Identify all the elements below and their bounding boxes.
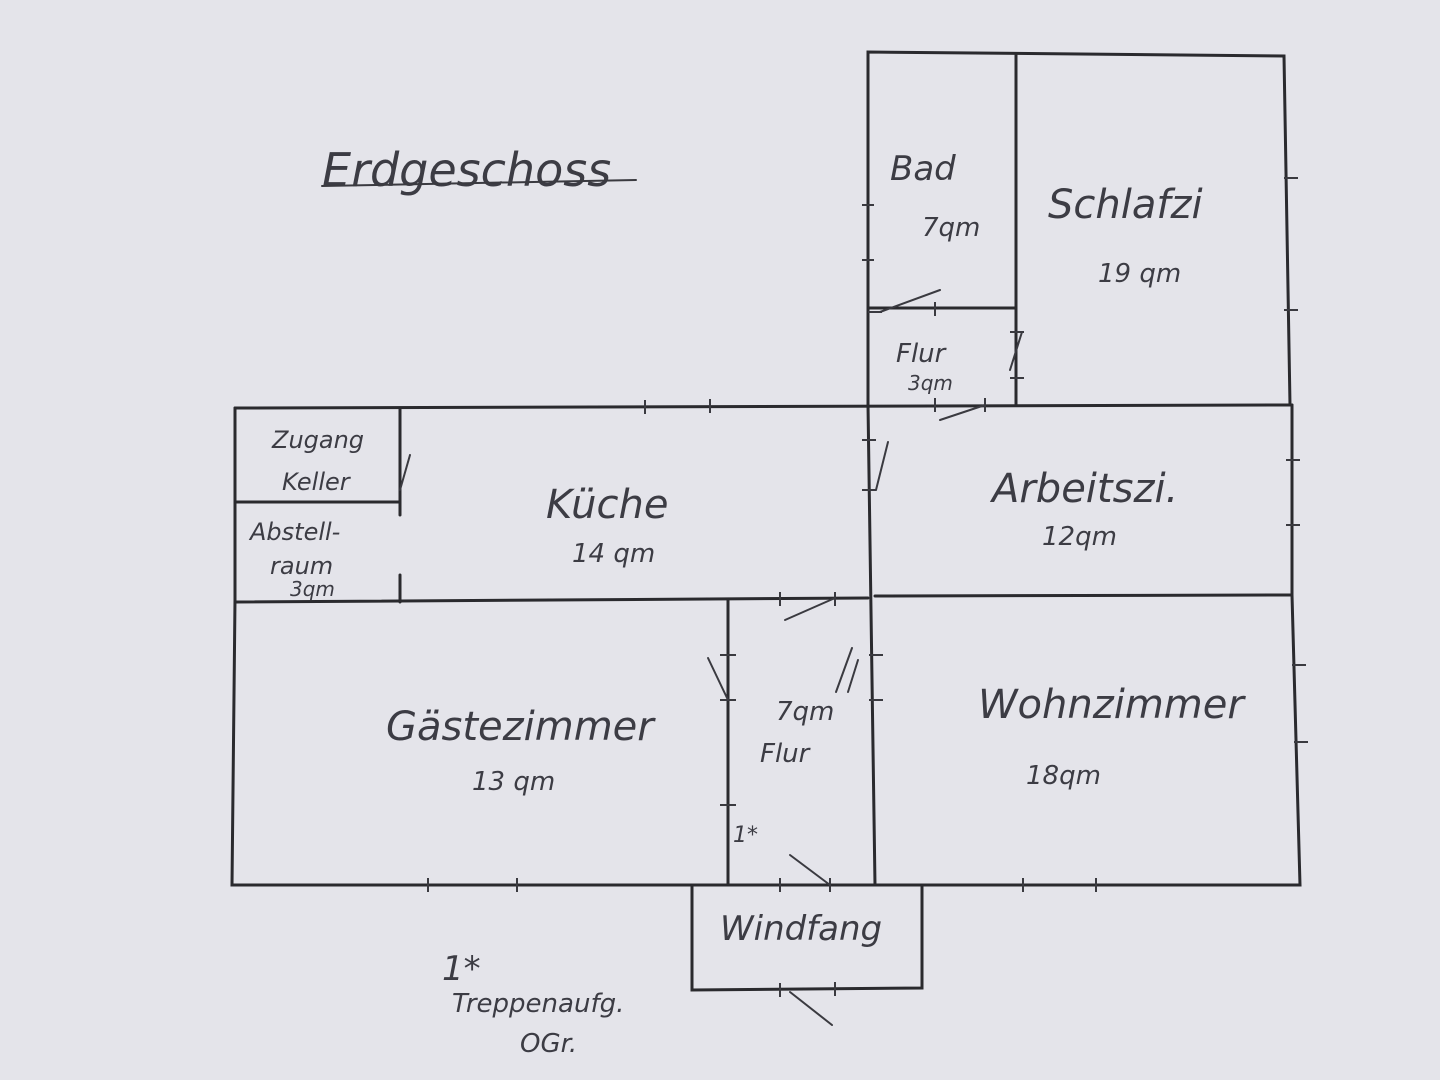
room-gaestezimmer-area: 13 qm <box>472 767 555 797</box>
note-line1: Treppenaufg. <box>452 989 624 1019</box>
wall-kueche-bottom <box>233 596 870 604</box>
room-schlafzi-area: 19 qm <box>1098 259 1181 289</box>
room-kueche-name: Küche <box>546 482 668 528</box>
upper-wing-outline <box>866 50 1292 407</box>
room-kueche-area: 14 qm <box>572 539 655 569</box>
wall-arbeitszi-wohnzi <box>873 593 1294 598</box>
room-zugang-keller-line1: Zugang <box>271 426 364 454</box>
room-arbeitszi-area: 12qm <box>1042 522 1117 552</box>
windfang-outline <box>690 883 924 992</box>
note-marker: 1* <box>442 949 481 989</box>
room-flur-mid-area: 7qm <box>776 697 834 727</box>
wall-top-main <box>233 403 1294 410</box>
room-wohnzimmer-name: Wohnzimmer <box>978 682 1246 728</box>
room-windfang-name: Windfang <box>720 909 882 949</box>
room-abstellraum-line1: Abstell- <box>248 518 340 546</box>
room-flur-top-name: Flur <box>896 339 948 369</box>
note-line2: OGr. <box>520 1029 577 1059</box>
wall-flur-right <box>866 403 877 887</box>
room-wohnzimmer-area: 18qm <box>1026 761 1101 791</box>
room-bad-name: Bad <box>890 149 956 189</box>
room-zugang-keller-line2: Keller <box>282 468 352 496</box>
room-schlafzi-name: Schlafzi <box>1048 182 1203 228</box>
title-underline <box>321 179 637 187</box>
room-gaestezimmer-name: Gästezimmer <box>386 704 656 750</box>
room-flur-top-area: 3qm <box>908 371 953 395</box>
room-flur-mid-name: Flur <box>760 739 812 769</box>
stair-marker: 1* <box>733 823 758 848</box>
plan-title: Erdgeschoss <box>322 143 611 197</box>
room-abstellraum-line2: raum <box>270 552 333 580</box>
door-swings <box>399 289 1023 1026</box>
main-outline-right <box>878 403 1302 887</box>
room-abstellraum-area: 3qm <box>290 577 335 601</box>
room-arbeitszi-name: Arbeitszi. <box>989 466 1178 512</box>
room-bad-area: 7qm <box>922 213 980 243</box>
main-outline-left <box>230 406 694 887</box>
